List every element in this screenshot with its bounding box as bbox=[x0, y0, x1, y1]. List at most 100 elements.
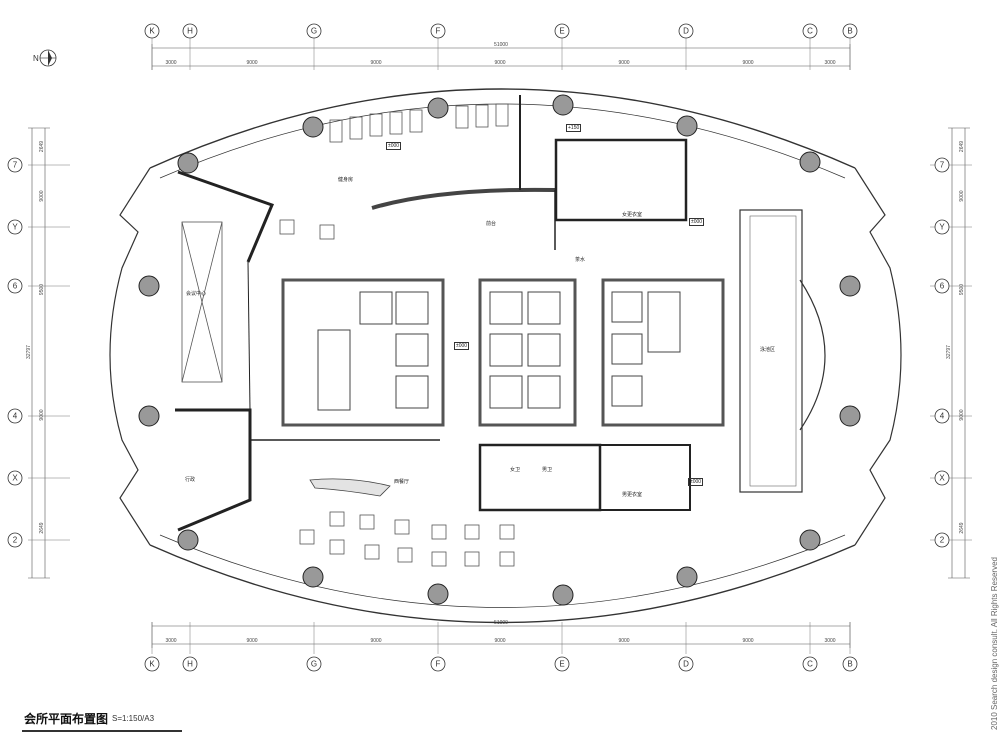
grid-label: H bbox=[187, 27, 193, 36]
grid-label: 4 bbox=[940, 412, 945, 421]
dim-text-right: 9000 bbox=[959, 190, 965, 201]
dim-text-left: 9500 bbox=[39, 284, 45, 295]
interior-walls bbox=[175, 95, 803, 532]
grid-label: X bbox=[12, 474, 18, 483]
copyright-notice: 2010 Search design consult. All Rights R… bbox=[978, 460, 999, 730]
grid-bubble-right: X bbox=[934, 470, 950, 486]
dim-total-top: 51000 bbox=[494, 42, 508, 48]
building-outline bbox=[109, 88, 902, 624]
grid-bubble-right: 4 bbox=[934, 408, 950, 424]
grid-bubble-left: X bbox=[7, 470, 23, 486]
grid-bubble-left: Y bbox=[7, 219, 23, 235]
grid-bubble-top: E bbox=[554, 23, 570, 39]
grid-label: G bbox=[311, 660, 317, 669]
elevator-cores bbox=[317, 291, 681, 411]
grid-bubble-bottom: F bbox=[430, 656, 446, 672]
grid-bubble-top: H bbox=[182, 23, 198, 39]
dim-text-top: 3000 bbox=[165, 60, 176, 66]
grid-label: E bbox=[559, 660, 564, 669]
dim-text-right: 9500 bbox=[959, 284, 965, 295]
dim-text-top: 9000 bbox=[246, 60, 257, 66]
drawing-scale: S=1:150/A3 bbox=[112, 714, 155, 723]
reception-counter bbox=[309, 478, 391, 497]
grid-bubble-left: 2 bbox=[7, 532, 23, 548]
dim-text-right: 2649 bbox=[959, 522, 965, 533]
dim-text-left: 9000 bbox=[39, 190, 45, 201]
grid-label: H bbox=[187, 660, 193, 669]
grid-bubble-right: 2 bbox=[934, 532, 950, 548]
grid-bubble-top: D bbox=[678, 23, 694, 39]
grid-label: G bbox=[311, 27, 317, 36]
grid-label: K bbox=[149, 27, 155, 36]
grid-label: 2 bbox=[940, 536, 945, 545]
gym-equipment bbox=[329, 103, 509, 143]
grid-bubble-left: 4 bbox=[7, 408, 23, 424]
dim-text-left: 2649 bbox=[39, 522, 45, 533]
grid-bubble-right: Y bbox=[934, 219, 950, 235]
grid-bubble-top: F bbox=[430, 23, 446, 39]
dim-text-right: 9000 bbox=[959, 409, 965, 420]
grid-bubble-bottom: B bbox=[842, 656, 858, 672]
grid-label: F bbox=[436, 660, 441, 669]
grid-label: D bbox=[683, 660, 689, 669]
dim-text-top: 9000 bbox=[370, 60, 381, 66]
grid-label: F bbox=[436, 27, 441, 36]
dim-text-bottom: 3000 bbox=[824, 638, 835, 644]
drawing-title: 会所平面布置图 bbox=[24, 712, 109, 726]
grid-label: D bbox=[683, 27, 689, 36]
dim-total-left: 32797 bbox=[26, 345, 32, 359]
dim-text-top: 9000 bbox=[618, 60, 629, 66]
grid-label: C bbox=[807, 27, 813, 36]
grid-bubble-left: 7 bbox=[7, 157, 23, 173]
grid-label: K bbox=[149, 660, 155, 669]
north-arrow: N bbox=[33, 49, 57, 67]
dim-text-left: 9000 bbox=[39, 409, 45, 420]
title-underline bbox=[22, 730, 182, 732]
dim-total-bottom: 51000 bbox=[494, 620, 508, 626]
grid-bubble-bottom: G bbox=[306, 656, 322, 672]
right-dimensions bbox=[948, 127, 970, 579]
dim-text-right: 2649 bbox=[959, 141, 965, 152]
dim-text-top: 9000 bbox=[494, 60, 505, 66]
title-block: 会所平面布置图 S=1:150/A3 bbox=[22, 708, 982, 734]
swimming-pool bbox=[749, 215, 797, 487]
grid-bubble-left: 6 bbox=[7, 278, 23, 294]
grid-bubble-bottom: K bbox=[144, 656, 160, 672]
grid-bubble-right: 6 bbox=[934, 278, 950, 294]
dim-total-right: 32797 bbox=[946, 345, 952, 359]
grid-bubble-top: G bbox=[306, 23, 322, 39]
grid-label: Y bbox=[939, 223, 945, 232]
dim-text-left: 2649 bbox=[39, 141, 45, 152]
dim-text-bottom: 9000 bbox=[246, 638, 257, 644]
grid-bubble-right: 7 bbox=[934, 157, 950, 173]
dim-text-bottom: 3000 bbox=[165, 638, 176, 644]
grid-label: 6 bbox=[940, 282, 945, 291]
grid-label: 7 bbox=[13, 161, 18, 170]
dim-text-bottom: 9000 bbox=[370, 638, 381, 644]
grid-bubble-top: C bbox=[802, 23, 818, 39]
copyright-text: 2010 Search design consult. All Rights R… bbox=[990, 557, 999, 730]
grid-label: X bbox=[939, 474, 945, 483]
grid-label: E bbox=[559, 27, 564, 36]
grid-bubble-bottom: H bbox=[182, 656, 198, 672]
dim-text-bottom: 9000 bbox=[618, 638, 629, 644]
grid-label: 7 bbox=[940, 161, 945, 170]
grid-label: C bbox=[807, 660, 813, 669]
conference-table bbox=[181, 221, 223, 383]
grid-bubble-top: K bbox=[144, 23, 160, 39]
grid-label: B bbox=[847, 27, 852, 36]
restaurant-tables bbox=[279, 219, 515, 567]
grid-label: Y bbox=[12, 223, 18, 232]
grid-bubble-bottom: C bbox=[802, 656, 818, 672]
dim-text-top: 3000 bbox=[824, 60, 835, 66]
north-label: N bbox=[33, 54, 39, 63]
grid-label: 6 bbox=[13, 282, 18, 291]
grid-label: 4 bbox=[13, 412, 18, 421]
dim-text-bottom: 9000 bbox=[494, 638, 505, 644]
grid-bubble-top: B bbox=[842, 23, 858, 39]
dim-text-top: 9000 bbox=[742, 60, 753, 66]
structural-columns bbox=[138, 94, 861, 606]
grid-bubble-bottom: E bbox=[554, 656, 570, 672]
grid-bubble-bottom: D bbox=[678, 656, 694, 672]
